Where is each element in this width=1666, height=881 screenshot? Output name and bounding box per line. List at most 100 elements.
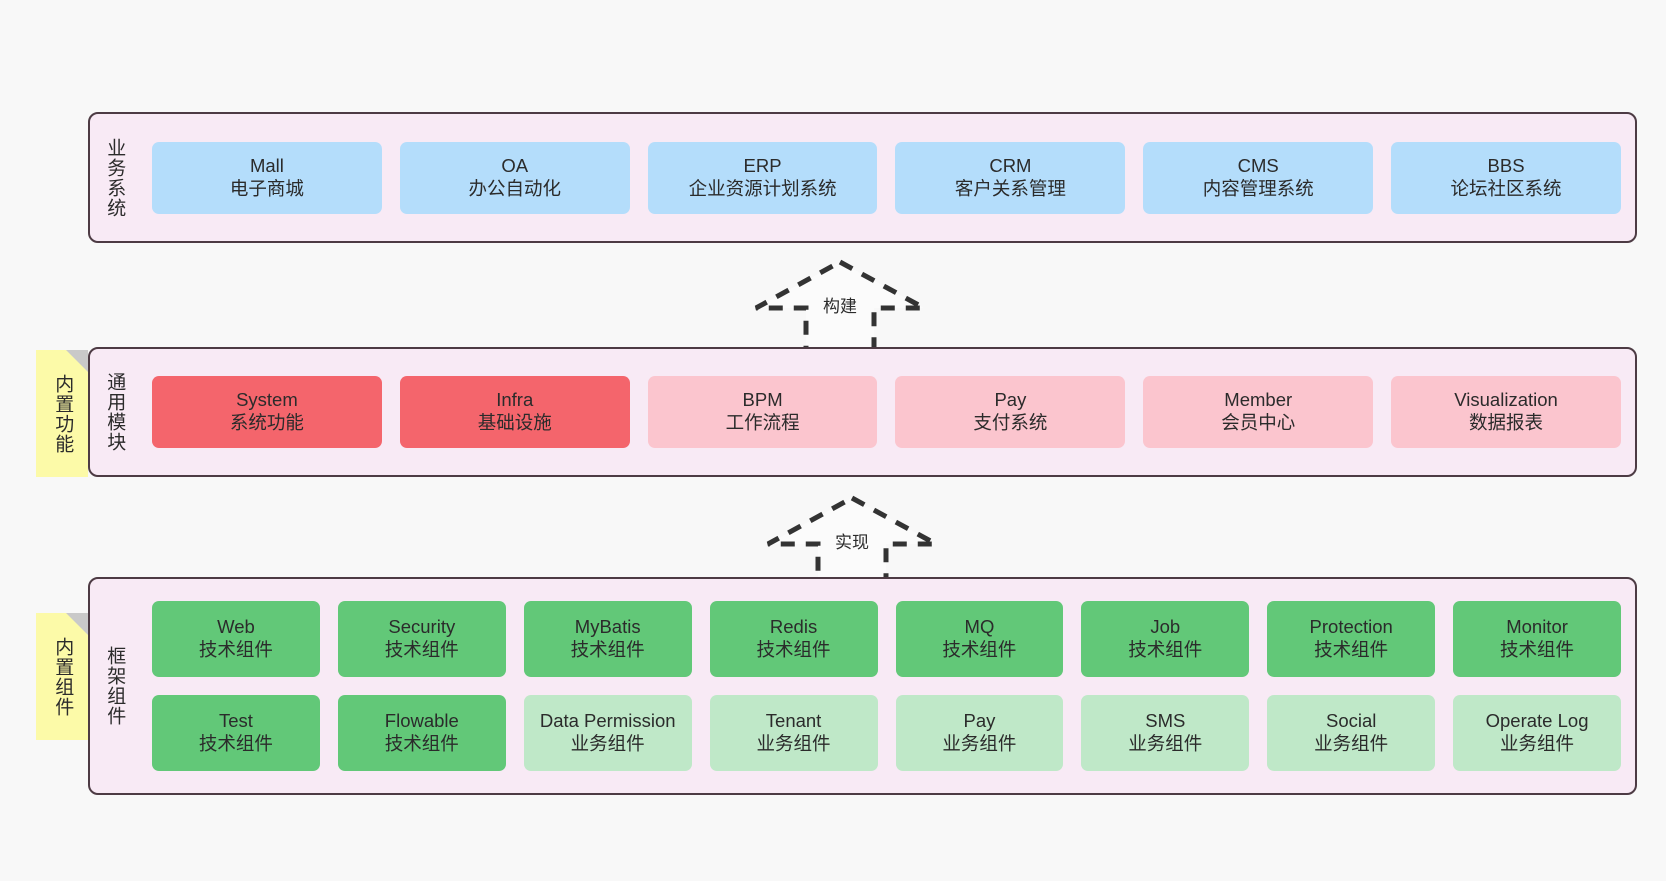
card-system[interactable]: System 系统功能 [152, 376, 382, 448]
card-name: ERP [743, 154, 782, 176]
card-name: Tenant [765, 710, 822, 732]
card-name: Social [1325, 710, 1377, 732]
layer-body-frame: Web 技术组件 Security 技术组件 MyBatis 技术组件 Redi… [138, 579, 1635, 793]
card-desc: 企业资源计划系统 [688, 177, 837, 199]
card-desc: 论坛社区系统 [1450, 177, 1562, 199]
card-desc: 业务组件 [756, 733, 831, 754]
card-name: Visualization [1454, 389, 1558, 411]
arrow-build: 构建 [750, 256, 930, 356]
card-member[interactable]: Member 会员中心 [1143, 376, 1374, 448]
card-name: System [236, 389, 298, 411]
card-row: Web 技术组件 Security 技术组件 MyBatis 技术组件 Redi… [152, 601, 1621, 677]
layer-title-business: 业务系统 [104, 137, 126, 218]
card-name: Web [217, 616, 255, 638]
card-desc: 技术组件 [384, 639, 459, 660]
card-desc: 办公自动化 [468, 177, 561, 199]
card-protection[interactable]: Protection 技术组件 [1267, 601, 1436, 677]
note-fold-icon [66, 613, 88, 635]
card-desc: 内容管理系统 [1202, 177, 1314, 199]
card-desc: 业务组件 [570, 733, 645, 754]
card-desc: 技术组件 [756, 639, 831, 660]
card-name: Test [218, 710, 253, 732]
card-name: CRM [989, 154, 1032, 176]
card-desc: 支付系统 [973, 412, 1048, 433]
card-bbs[interactable]: BBS 论坛社区系统 [1391, 141, 1621, 214]
card-pay[interactable]: Pay 支付系统 [895, 376, 1126, 448]
card-infra[interactable]: Infra 基础设施 [399, 376, 630, 448]
layer-body-business: Mall 电子商城 OA 办公自动化 ERP 企业资源计划系统 CRM 客户关系… [138, 114, 1635, 241]
card-desc: 客户关系管理 [954, 177, 1066, 199]
note-fold-icon [66, 350, 88, 372]
card-desc: 系统功能 [229, 412, 304, 433]
card-desc: 技术组件 [198, 733, 273, 754]
card-name: Monitor [1506, 616, 1568, 638]
card-erp[interactable]: ERP 企业资源计划系统 [647, 141, 878, 214]
card-desc: 工作流程 [725, 412, 800, 433]
card-redis[interactable]: Redis 技术组件 [709, 601, 878, 677]
card-name: MyBatis [574, 616, 641, 638]
note-label: 内置功能 [52, 373, 74, 454]
layer-title-frame: 框架组件 [104, 646, 126, 726]
card-tenant[interactable]: Tenant 业务组件 [709, 695, 878, 771]
card-name: Redis [769, 616, 818, 638]
card-mall[interactable]: Mall 电子商城 [152, 141, 382, 214]
card-desc: 业务组件 [1314, 733, 1389, 754]
card-desc: 业务组件 [1128, 733, 1203, 754]
card-job[interactable]: Job 技术组件 [1081, 601, 1250, 677]
card-bpm[interactable]: BPM 工作流程 [647, 376, 878, 448]
card-name: Mall [249, 154, 284, 176]
card-crm[interactable]: CRM 客户关系管理 [895, 141, 1126, 214]
card-flowable[interactable]: Flowable 技术组件 [337, 695, 506, 771]
card-desc: 业务组件 [1500, 733, 1575, 754]
card-desc: 技术组件 [384, 733, 459, 754]
card-desc: 技术组件 [1500, 639, 1575, 660]
card-row: Test 技术组件 Flowable 技术组件 Data Permission … [152, 695, 1621, 771]
card-row: Mall 电子商城 OA 办公自动化 ERP 企业资源计划系统 CRM 客户关系… [152, 141, 1621, 214]
note-builtin-components: 内置组件 [36, 613, 88, 740]
card-name: CMS [1237, 154, 1279, 176]
card-data-permission[interactable]: Data Permission 业务组件 [523, 695, 692, 771]
card-desc: 基础设施 [477, 412, 552, 433]
card-desc: 数据报表 [1469, 412, 1544, 433]
card-name: Job [1150, 616, 1181, 638]
card-row: System 系统功能 Infra 基础设施 BPM 工作流程 Pay 支付系统… [152, 376, 1621, 448]
card-visualization[interactable]: Visualization 数据报表 [1391, 376, 1621, 448]
card-name: BPM [742, 389, 783, 411]
card-monitor[interactable]: Monitor 技术组件 [1453, 601, 1621, 677]
dashed-up-arrow-icon [754, 259, 926, 355]
note-label: 内置组件 [52, 636, 74, 717]
card-sms[interactable]: SMS 业务组件 [1081, 695, 1250, 771]
layer-body-modules: System 系统功能 Infra 基础设施 BPM 工作流程 Pay 支付系统… [138, 349, 1635, 475]
card-pay-business[interactable]: Pay 业务组件 [895, 695, 1064, 771]
card-name: OA [501, 154, 529, 176]
layer-framework-components: 框架组件 Web 技术组件 Security 技术组件 MyBatis 技术组件… [88, 577, 1637, 795]
card-name: Operate Log [1485, 710, 1589, 732]
card-test[interactable]: Test 技术组件 [152, 695, 320, 771]
card-operate-log[interactable]: Operate Log 业务组件 [1453, 695, 1621, 771]
card-social[interactable]: Social 业务组件 [1267, 695, 1436, 771]
layer-title-modules: 通用模块 [104, 372, 126, 452]
card-web[interactable]: Web 技术组件 [152, 601, 320, 677]
card-cms[interactable]: CMS 内容管理系统 [1143, 141, 1374, 214]
card-mybatis[interactable]: MyBatis 技术组件 [523, 601, 692, 677]
card-desc: 技术组件 [570, 639, 645, 660]
card-oa[interactable]: OA 办公自动化 [399, 141, 630, 214]
card-name: Flowable [384, 710, 459, 732]
card-desc: 电子商城 [229, 177, 304, 199]
note-builtin-functions: 内置功能 [36, 350, 88, 477]
card-name: MQ [964, 616, 995, 638]
card-mq[interactable]: MQ 技术组件 [895, 601, 1064, 677]
card-name: Protection [1309, 616, 1393, 638]
card-name: Infra [496, 389, 534, 411]
dashed-up-arrow-icon [766, 495, 938, 591]
card-security[interactable]: Security 技术组件 [337, 601, 506, 677]
layer-common-modules: 通用模块 System 系统功能 Infra 基础设施 BPM 工作流程 Pay… [88, 347, 1637, 477]
card-name: Security [388, 616, 456, 638]
card-name: Pay [994, 389, 1027, 411]
card-name: BBS [1487, 154, 1525, 176]
card-desc: 技术组件 [942, 639, 1017, 660]
card-desc: 会员中心 [1221, 412, 1296, 433]
card-desc: 技术组件 [198, 639, 273, 660]
card-name: Member [1224, 389, 1293, 411]
